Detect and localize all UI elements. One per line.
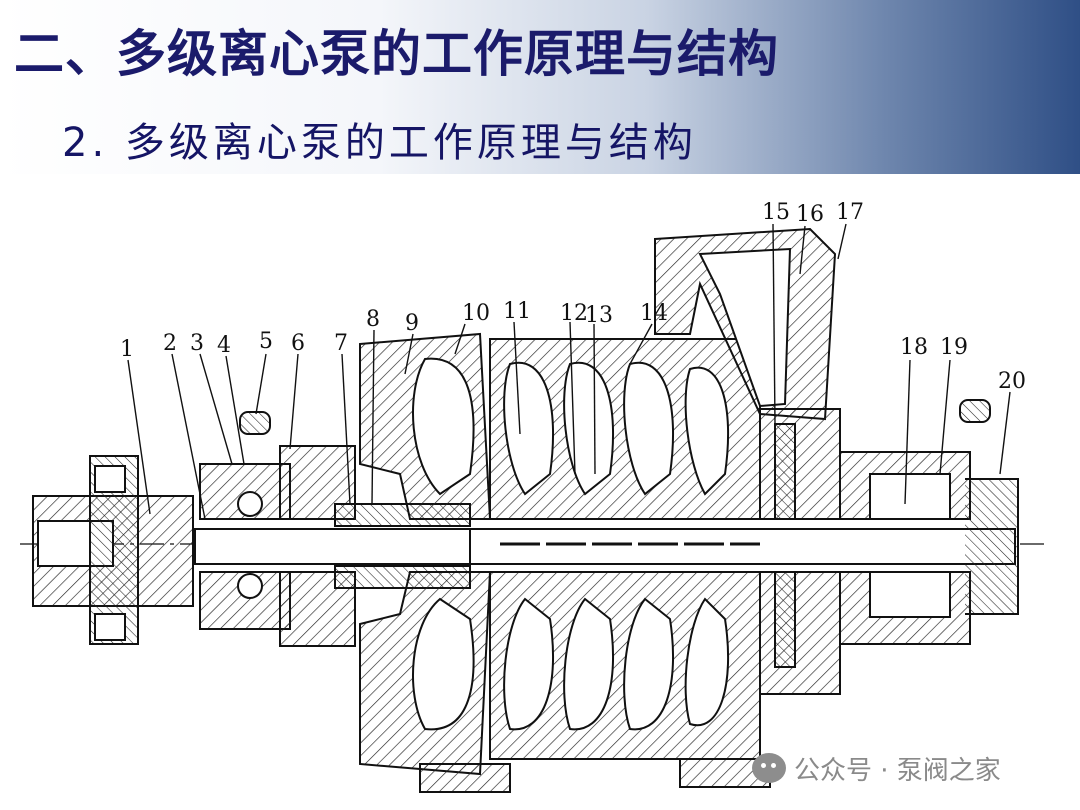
part-label: 3 xyxy=(190,331,204,356)
part-label: 13 xyxy=(585,303,613,328)
part-label: 11 xyxy=(503,299,531,324)
part-label: 18 xyxy=(900,335,928,360)
part-number-labels: 1 2 3 4 5 6 7 8 9 10 11 12 13 14 15 16 1… xyxy=(120,200,1026,394)
part-label: 5 xyxy=(259,329,273,354)
shaft xyxy=(194,528,1016,565)
part-label: 10 xyxy=(462,301,490,326)
part-label: 7 xyxy=(334,331,348,356)
part-label: 20 xyxy=(998,369,1026,394)
leader-lines xyxy=(127,223,1011,520)
header-band xyxy=(0,0,1080,174)
part-label: 2 xyxy=(163,331,177,356)
part-label: 9 xyxy=(405,311,419,336)
part-label: 12 xyxy=(560,301,588,326)
part-label: 16 xyxy=(796,202,824,227)
wechat-icon xyxy=(752,753,786,783)
part-label: 4 xyxy=(217,333,231,358)
watermark: 公众号 · 泵阀之家 xyxy=(752,748,1001,788)
slide-title: 二、多级离心泵的工作原理与结构 xyxy=(14,25,779,83)
part-label: 19 xyxy=(940,335,968,360)
part-label: 1 xyxy=(120,337,134,362)
slide-subtitle: 2. 多级离心泵的工作原理与结构 xyxy=(62,120,697,166)
pump-cross-section-drawing: 1 2 3 4 5 6 7 8 9 10 11 12 13 14 15 16 1… xyxy=(0,174,1080,810)
part-label: 14 xyxy=(640,301,668,326)
part-label: 15 xyxy=(762,200,790,225)
part-label: 17 xyxy=(836,200,864,225)
part-label: 8 xyxy=(366,307,380,332)
watermark-text: 公众号 · 泵阀之家 xyxy=(794,755,1001,786)
discharge-casing xyxy=(759,408,841,520)
part-label: 6 xyxy=(291,331,305,356)
